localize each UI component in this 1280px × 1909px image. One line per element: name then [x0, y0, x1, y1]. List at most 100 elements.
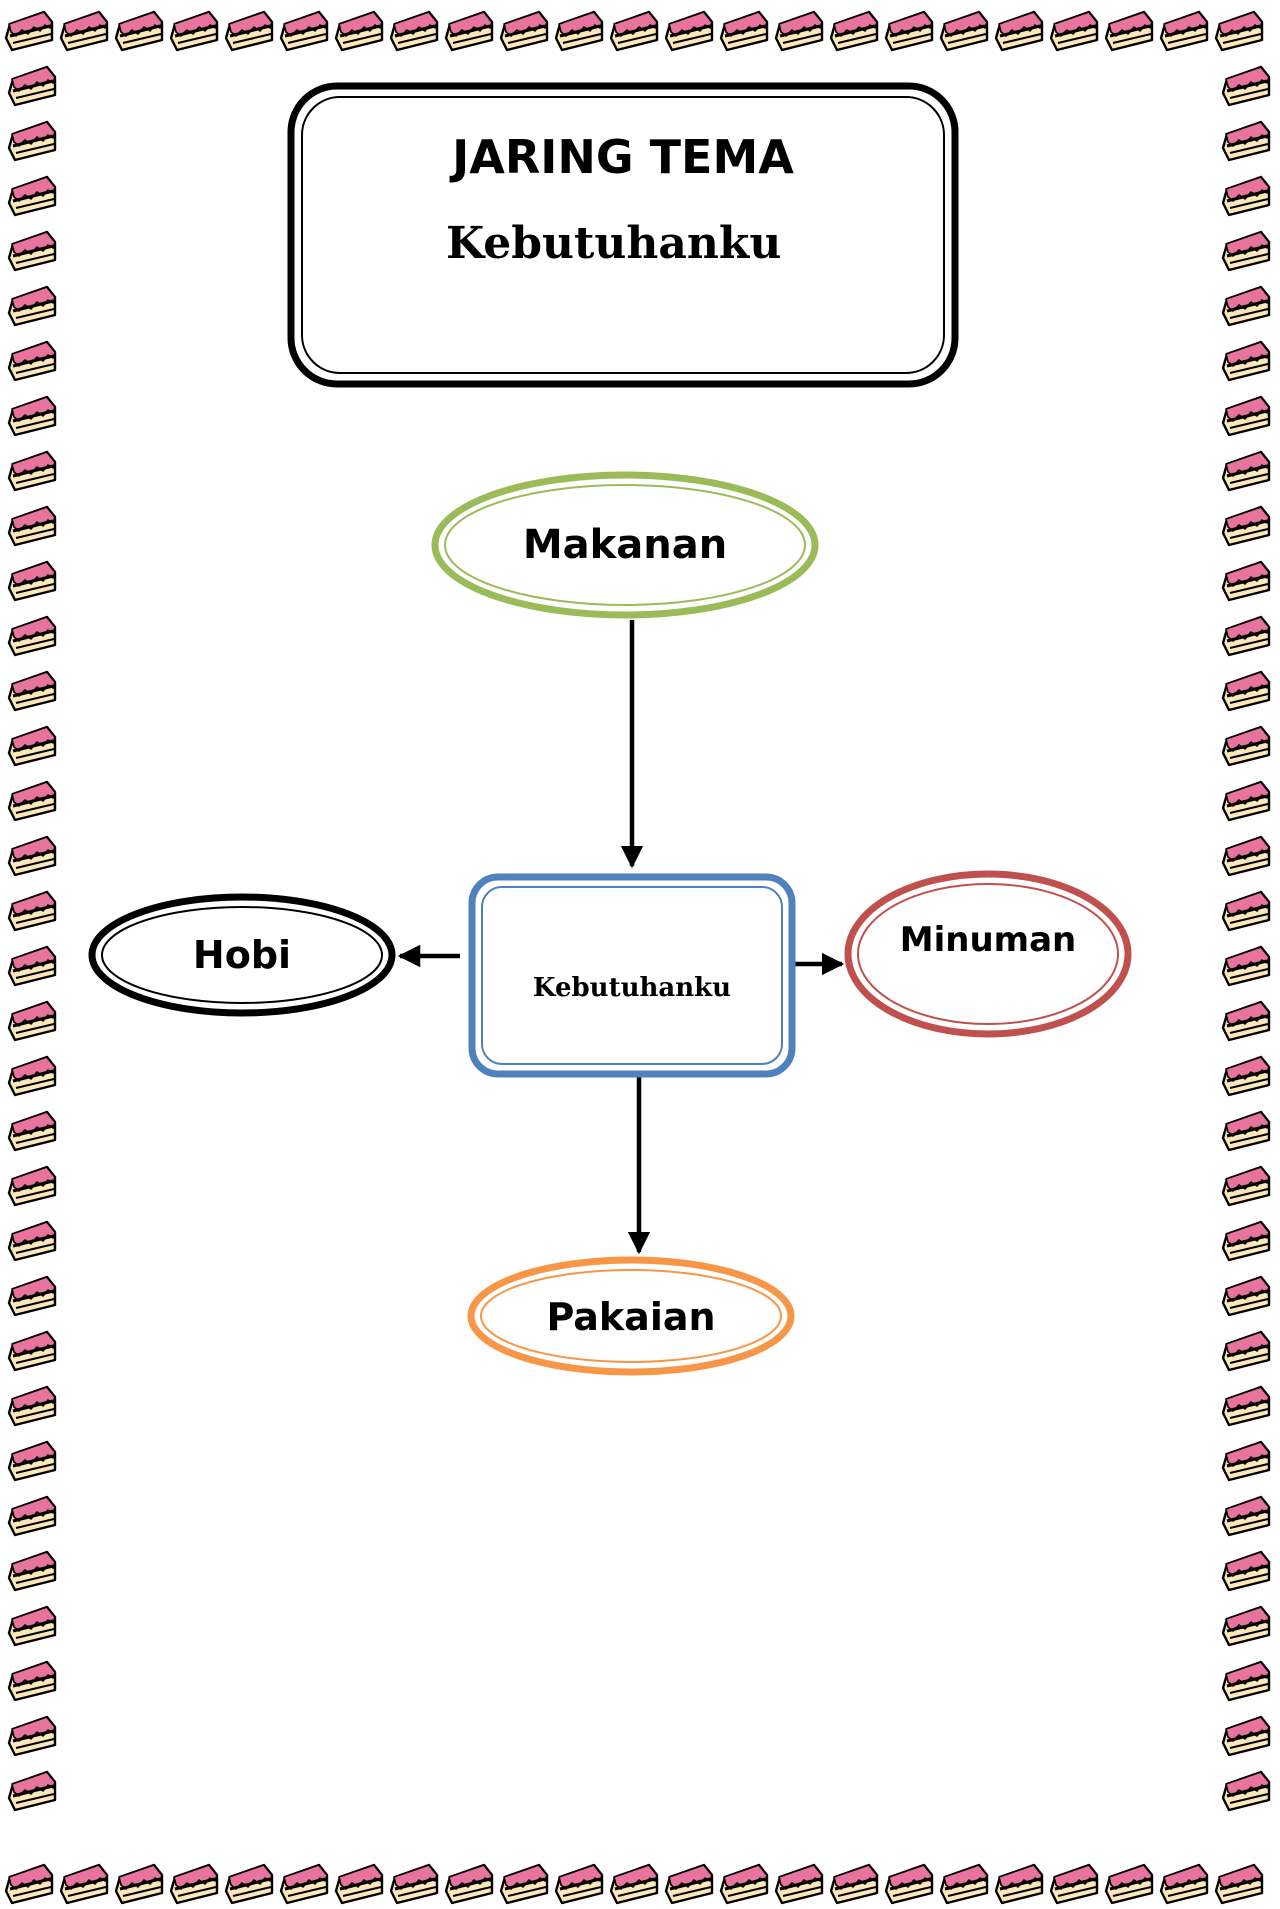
cake-slice-icon	[7, 1495, 57, 1537]
cake-slice-icon	[7, 560, 57, 602]
cake-slice-icon	[1221, 945, 1271, 987]
cake-slice-icon	[444, 10, 494, 52]
cake-slice-icon	[1221, 1220, 1271, 1262]
cake-slice-icon	[59, 10, 109, 52]
cake-slice-icon	[1221, 285, 1271, 327]
cake-slice-icon	[939, 1863, 989, 1905]
cake-slice-icon	[1221, 1495, 1271, 1537]
cake-slice-icon	[609, 10, 659, 52]
cake-slice-icon	[719, 1863, 769, 1905]
cake-slice-icon	[1221, 780, 1271, 822]
cake-slice-icon	[7, 230, 57, 272]
cake-slice-icon	[1221, 1770, 1271, 1812]
cake-slice-icon	[994, 1863, 1044, 1905]
cake-slice-icon	[1214, 1863, 1264, 1905]
cake-slice-icon	[1221, 1055, 1271, 1097]
connectors	[397, 620, 845, 1255]
cake-slice-icon	[7, 1550, 57, 1592]
cake-slice-icon	[7, 1440, 57, 1482]
cake-slice-icon	[1221, 395, 1271, 437]
cake-slice-icon	[7, 1330, 57, 1372]
cake-slice-icon	[7, 340, 57, 382]
cake-slice-icon	[1221, 890, 1271, 932]
cake-slice-icon	[939, 10, 989, 52]
cake-slice-icon	[7, 1000, 57, 1042]
cake-slice-icon	[774, 10, 824, 52]
cake-slice-icon	[1104, 10, 1154, 52]
cake-slice-icon	[1159, 10, 1209, 52]
cake-slice-icon	[444, 1863, 494, 1905]
cake-slice-icon	[7, 1165, 57, 1207]
cake-slice-icon	[1221, 175, 1271, 217]
cake-slice-icon	[1221, 1000, 1271, 1042]
cake-slice-icon	[1221, 670, 1271, 712]
cake-slice-icon	[114, 1863, 164, 1905]
cake-slice-icon	[1221, 835, 1271, 877]
node-minuman: Minuman	[844, 870, 1132, 1038]
cake-slice-icon	[7, 725, 57, 767]
cake-slice-icon	[7, 1110, 57, 1152]
cake-slice-icon	[7, 505, 57, 547]
cake-slice-icon	[7, 1770, 57, 1812]
cake-slice-icon	[7, 1385, 57, 1427]
node-makanan: Makanan	[431, 471, 819, 619]
cake-slice-icon	[279, 10, 329, 52]
title-subtitle: Kebutuhanku	[446, 218, 781, 269]
cake-slice-icon	[1214, 10, 1264, 52]
cake-slice-icon	[1049, 1863, 1099, 1905]
cake-slice-icon	[1221, 1660, 1271, 1702]
cake-slice-icon	[994, 10, 1044, 52]
cake-slice-icon	[389, 10, 439, 52]
node-center-label: Kebutuhanku	[533, 973, 731, 1003]
cake-slice-icon	[1221, 615, 1271, 657]
cake-slice-icon	[1221, 1165, 1271, 1207]
cake-slice-icon	[7, 395, 57, 437]
cake-slice-icon	[774, 1863, 824, 1905]
cake-slice-icon	[1221, 1605, 1271, 1647]
cake-slice-icon	[7, 285, 57, 327]
cake-slice-icon	[1221, 725, 1271, 767]
cake-slice-icon	[224, 10, 274, 52]
cake-slice-icon	[1159, 1863, 1209, 1905]
cake-slice-icon	[7, 890, 57, 932]
cake-slice-icon	[7, 1660, 57, 1702]
cake-slice-icon	[554, 10, 604, 52]
cake-slice-icon	[169, 10, 219, 52]
cake-slice-icon	[1221, 340, 1271, 382]
cake-slice-icon	[7, 615, 57, 657]
cake-slice-icon	[884, 1863, 934, 1905]
cake-slice-icon	[664, 10, 714, 52]
cake-slice-icon	[4, 1863, 54, 1905]
cake-slice-icon	[334, 10, 384, 52]
cake-slice-icon	[7, 175, 57, 217]
cake-slice-icon	[7, 65, 57, 107]
title-heading: JARING TEMA	[449, 130, 794, 184]
node-makanan-label: Makanan	[523, 522, 727, 568]
cake-slice-icon	[7, 945, 57, 987]
cake-slice-icon	[1221, 230, 1271, 272]
cake-slice-icon	[7, 450, 57, 492]
cake-slice-icon	[829, 1863, 879, 1905]
cake-slice-icon	[7, 835, 57, 877]
title-box: JARING TEMA Kebutuhanku	[287, 82, 959, 388]
node-pakaian: Pakaian	[467, 1256, 795, 1376]
cake-slice-icon	[7, 1055, 57, 1097]
node-pakaian-label: Pakaian	[546, 1295, 715, 1339]
cake-slice-icon	[1221, 1110, 1271, 1152]
cake-slice-icon	[7, 780, 57, 822]
cake-slice-icon	[1221, 1550, 1271, 1592]
node-hobi-label: Hobi	[193, 933, 291, 977]
cake-slice-icon	[334, 1863, 384, 1905]
cake-slice-icon	[1221, 560, 1271, 602]
cake-slice-icon	[884, 10, 934, 52]
cake-slice-icon	[554, 1863, 604, 1905]
node-hobi: Hobi	[88, 893, 396, 1017]
node-center: Kebutuhanku	[468, 873, 796, 1078]
cake-slice-icon	[1221, 1440, 1271, 1482]
cake-slice-icon	[1104, 1863, 1154, 1905]
cake-slice-icon	[1221, 1330, 1271, 1372]
cake-slice-icon	[1049, 10, 1099, 52]
cake-slice-icon	[719, 10, 769, 52]
cake-slice-icon	[609, 1863, 659, 1905]
cake-slice-icon	[7, 1275, 57, 1317]
